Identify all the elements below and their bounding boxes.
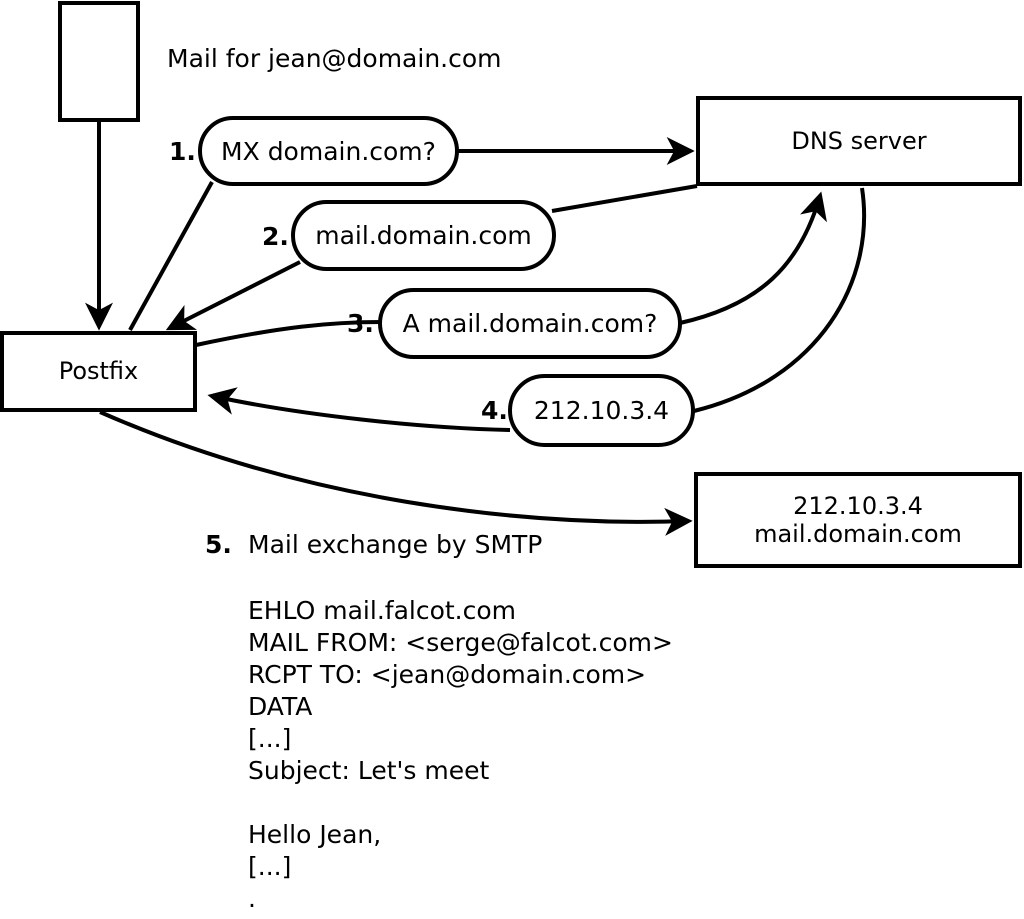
edge-dns-to-step4 (693, 187, 867, 413)
postfix-label: Postfix (58, 357, 139, 386)
step-4-message: 212.10.3.4 (533, 396, 670, 425)
step-1-message: MX domain.com? (221, 136, 436, 166)
step-1-bubble[interactable]: MX domain.com? (198, 116, 459, 186)
diagram-caption: Mail for jean@domain.com (167, 44, 502, 73)
postfix-box[interactable]: Postfix (0, 331, 197, 412)
edge-postfix-to-step1 (128, 181, 214, 331)
step-3-bubble[interactable]: A mail.domain.com? (378, 288, 682, 359)
smtp-transcript: EHLO mail.falcot.com MAIL FROM: <serge@f… (248, 596, 673, 913)
edge-step3-to-dns (679, 191, 827, 325)
edge-dns-to-step2 (551, 184, 698, 213)
step-4-bubble[interactable]: 212.10.3.4 (508, 374, 695, 447)
step-4-number: 4. (481, 396, 508, 425)
mail-host-ip: 212.10.3.4 (793, 491, 923, 520)
dns-server-box[interactable]: DNS server (696, 96, 1022, 186)
step-2-number: 2. (262, 222, 289, 251)
dns-server-label: DNS server (791, 126, 927, 155)
edge-step2-to-postfix (165, 260, 301, 331)
step-5-message: Mail exchange by SMTP (248, 530, 543, 559)
step-3-number: 3. (347, 309, 374, 338)
mail-host-hostname: mail.domain.com (754, 520, 962, 548)
mail-host-box[interactable]: 212.10.3.4 mail.domain.com (694, 472, 1022, 568)
step-5-number: 5. (205, 530, 232, 559)
edge-step4-to-postfix (207, 387, 511, 432)
step-1-number: 1. (169, 137, 196, 166)
step-3-message: A mail.domain.com? (402, 309, 658, 338)
sender-box[interactable] (58, 1, 140, 122)
step-2-bubble[interactable]: mail.domain.com (291, 200, 556, 271)
step-2-message: mail.domain.com (315, 221, 532, 250)
